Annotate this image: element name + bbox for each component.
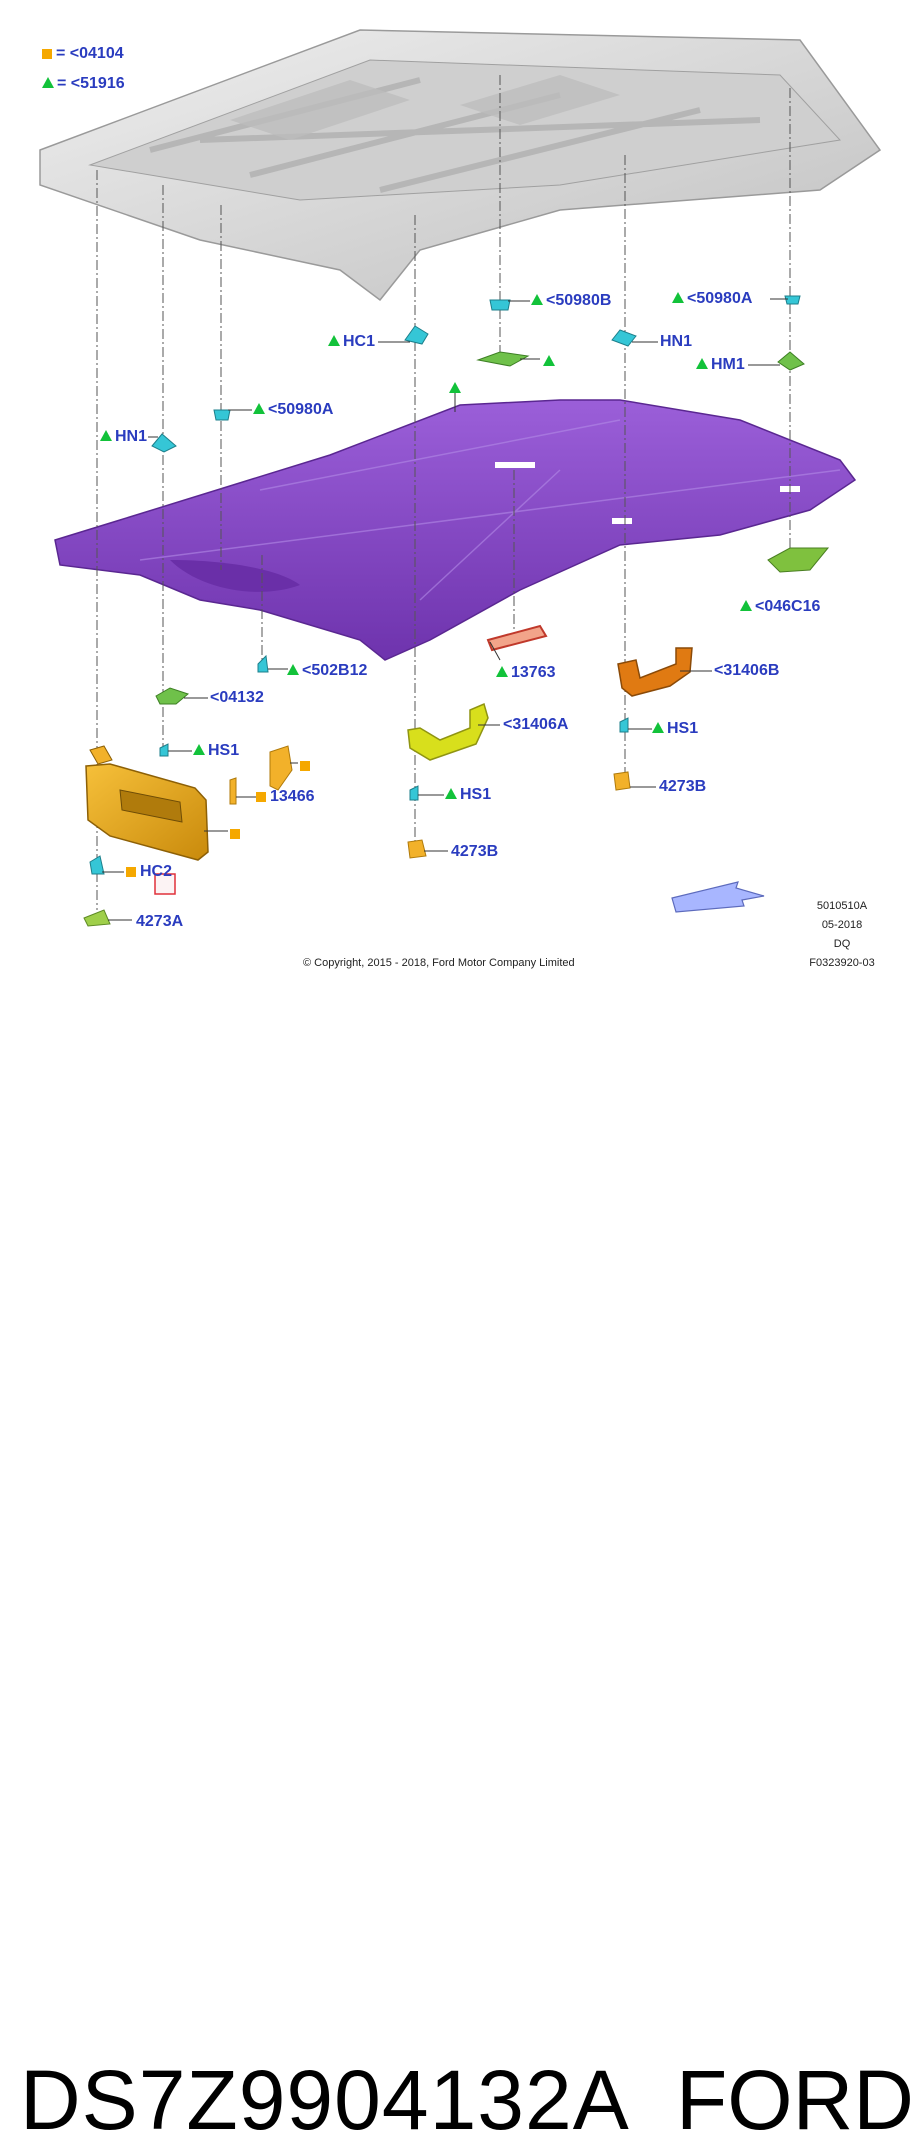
triangle-marker xyxy=(449,380,464,398)
drawing-code: 5010510A xyxy=(816,900,868,912)
sun-visor xyxy=(85,745,209,861)
triangle-symbol-icon xyxy=(193,744,205,755)
roof-panel xyxy=(39,29,882,302)
label-502b12: <502B12 xyxy=(287,662,367,680)
label-hs1-b: HS1 xyxy=(445,786,491,804)
part-number-title: DS7Z9904132A xyxy=(20,2053,630,2147)
label-text: <31406A xyxy=(503,716,569,733)
exploded-view-drawing xyxy=(39,29,882,927)
label-hs1-c: HS1 xyxy=(652,720,698,738)
label-4273a: 4273A xyxy=(136,913,183,931)
square-symbol-icon xyxy=(256,792,266,802)
triangle-symbol-icon xyxy=(253,403,265,414)
label-hs1-a: HS1 xyxy=(193,742,239,760)
headliner xyxy=(54,399,857,661)
square-symbol-icon xyxy=(42,49,52,59)
label-text: HS1 xyxy=(460,786,492,803)
label-text: 4273B xyxy=(451,843,499,860)
product-footer: DS7Z9904132A FORD xyxy=(0,1000,912,2147)
triangle-symbol-icon xyxy=(543,355,555,366)
label-50980a-left: <50980A xyxy=(253,401,333,419)
highlight-box xyxy=(154,873,176,895)
square-marker xyxy=(230,825,244,843)
label-text: HN1 xyxy=(115,428,148,445)
label-text: <04132 xyxy=(210,689,264,706)
grab-handles xyxy=(407,647,693,761)
square-symbol-icon xyxy=(300,761,310,771)
triangle-marker xyxy=(543,353,558,371)
small-parts xyxy=(83,295,830,927)
label-text: <31406B xyxy=(714,662,780,679)
label-31406b: <31406B xyxy=(714,662,779,680)
triangle-symbol-icon xyxy=(287,664,299,675)
label-13466: 13466 xyxy=(256,788,315,806)
copyright-text: © Copyright, 2015 - 2018, Ford Motor Com… xyxy=(303,957,575,969)
label-hc1: HC1 xyxy=(328,333,375,351)
label-hm1: HM1 xyxy=(696,356,745,374)
label-text: <046C16 xyxy=(755,598,821,615)
square-symbol-icon xyxy=(126,867,136,877)
label-text: <50980B xyxy=(546,292,612,309)
direction-arrow xyxy=(671,881,765,913)
label-31406a: <31406A xyxy=(503,716,568,734)
label-50980b: <50980B xyxy=(531,292,611,310)
label-pointers xyxy=(102,298,788,921)
triangle-symbol-icon xyxy=(449,382,461,393)
label-text: <50980A xyxy=(268,401,334,418)
legend-square-entry: = <04104 xyxy=(42,45,124,63)
legend-square-text: = <04104 xyxy=(56,45,124,62)
parts-diagram: = <04104 = <51916 <50980B <50980A HC1 HN… xyxy=(0,0,912,1000)
label-text: HS1 xyxy=(208,742,240,759)
drawing-author: DQ xyxy=(833,938,851,950)
legend-triangle-entry: = <51916 xyxy=(42,75,125,93)
label-text: 13763 xyxy=(511,664,556,681)
legend-triangle-text: = <51916 xyxy=(57,75,125,92)
label-text: HC1 xyxy=(343,333,376,350)
triangle-symbol-icon xyxy=(496,666,508,677)
label-text: 4273B xyxy=(659,778,707,795)
label-4273b-center: 4273B xyxy=(451,843,498,861)
triangle-symbol-icon xyxy=(531,294,543,305)
label-text: <50980A xyxy=(687,290,753,307)
label-text: HM1 xyxy=(711,356,745,373)
label-text: 13466 xyxy=(270,788,315,805)
triangle-symbol-icon xyxy=(445,788,457,799)
label-text: <502B12 xyxy=(302,662,368,679)
label-4273b-right: 4273B xyxy=(659,778,706,796)
drawing-number: F0323920-03 xyxy=(809,957,875,969)
triangle-symbol-icon xyxy=(42,77,54,88)
label-50980a-right: <50980A xyxy=(672,290,752,308)
label-04132: <04132 xyxy=(210,689,264,707)
drawing-date: 05-2018 xyxy=(821,919,863,931)
triangle-symbol-icon xyxy=(696,358,708,369)
label-text: HC2 xyxy=(140,863,173,880)
label-13763: 13763 xyxy=(496,664,556,682)
label-text: HN1 xyxy=(660,333,693,350)
square-marker xyxy=(300,757,314,775)
label-text: 4273A xyxy=(136,913,184,930)
square-symbol-icon xyxy=(230,829,240,839)
label-hn1-right: HN1 xyxy=(660,333,692,351)
triangle-symbol-icon xyxy=(740,600,752,611)
label-046c16: <046C16 xyxy=(740,598,820,616)
triangle-symbol-icon xyxy=(652,722,664,733)
triangle-symbol-icon xyxy=(100,430,112,441)
triangle-symbol-icon xyxy=(328,335,340,346)
triangle-symbol-icon xyxy=(672,292,684,303)
label-hn1-left: HN1 xyxy=(100,428,147,446)
brand-name: FORD xyxy=(676,2053,912,2147)
label-hc2: HC2 xyxy=(126,863,172,881)
label-text: HS1 xyxy=(667,720,699,737)
